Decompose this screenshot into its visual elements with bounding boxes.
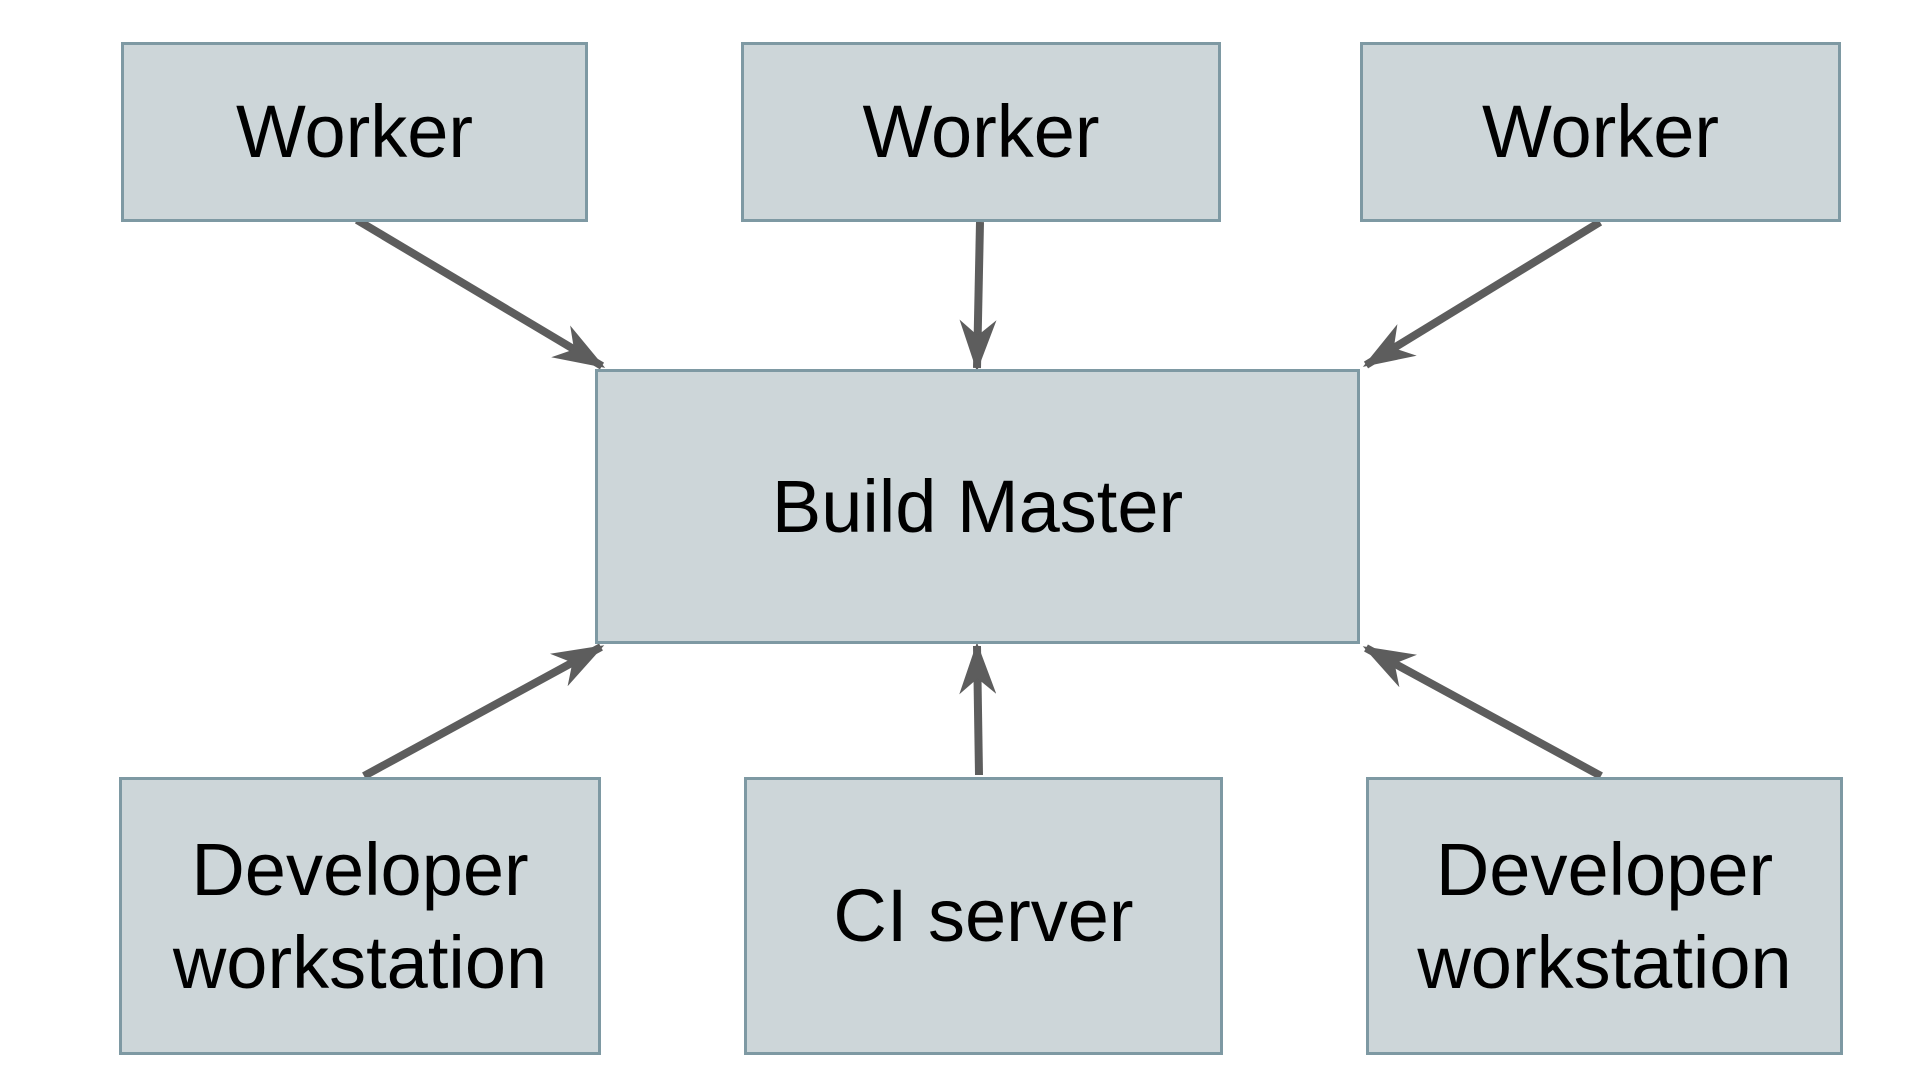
node-ci-server-label: CI server — [833, 874, 1134, 958]
node-worker-1-label: Worker — [235, 90, 474, 174]
node-worker-2: Worker — [741, 42, 1221, 222]
node-ci-server: CI server — [744, 777, 1223, 1055]
node-worker-3-label: Worker — [1481, 90, 1720, 174]
arrow-ci-server-to-build-master — [959, 642, 997, 776]
node-developer-workstation-left-label: Developer workstation — [172, 827, 548, 1004]
node-developer-workstation-right: Developer workstation — [1366, 777, 1843, 1055]
node-worker-2-label: Worker — [862, 90, 1100, 174]
node-developer-workstation-right-label: Developer workstation — [1417, 827, 1792, 1004]
node-worker-1: Worker — [121, 42, 588, 222]
node-developer-workstation-left: Developer workstation — [119, 777, 601, 1055]
node-build-master-label: Build Master — [771, 464, 1184, 548]
node-build-master: Build Master — [595, 369, 1360, 644]
arrow-developer-workstation-left-to-build-master — [362, 643, 605, 780]
node-worker-3: Worker — [1360, 42, 1841, 222]
arrow-worker-3-to-build-master — [1362, 218, 1603, 369]
arrow-worker-1-to-build-master — [354, 216, 606, 370]
arrow-worker-2-to-build-master — [959, 221, 997, 372]
arrow-developer-workstation-right-to-build-master — [1362, 644, 1603, 780]
